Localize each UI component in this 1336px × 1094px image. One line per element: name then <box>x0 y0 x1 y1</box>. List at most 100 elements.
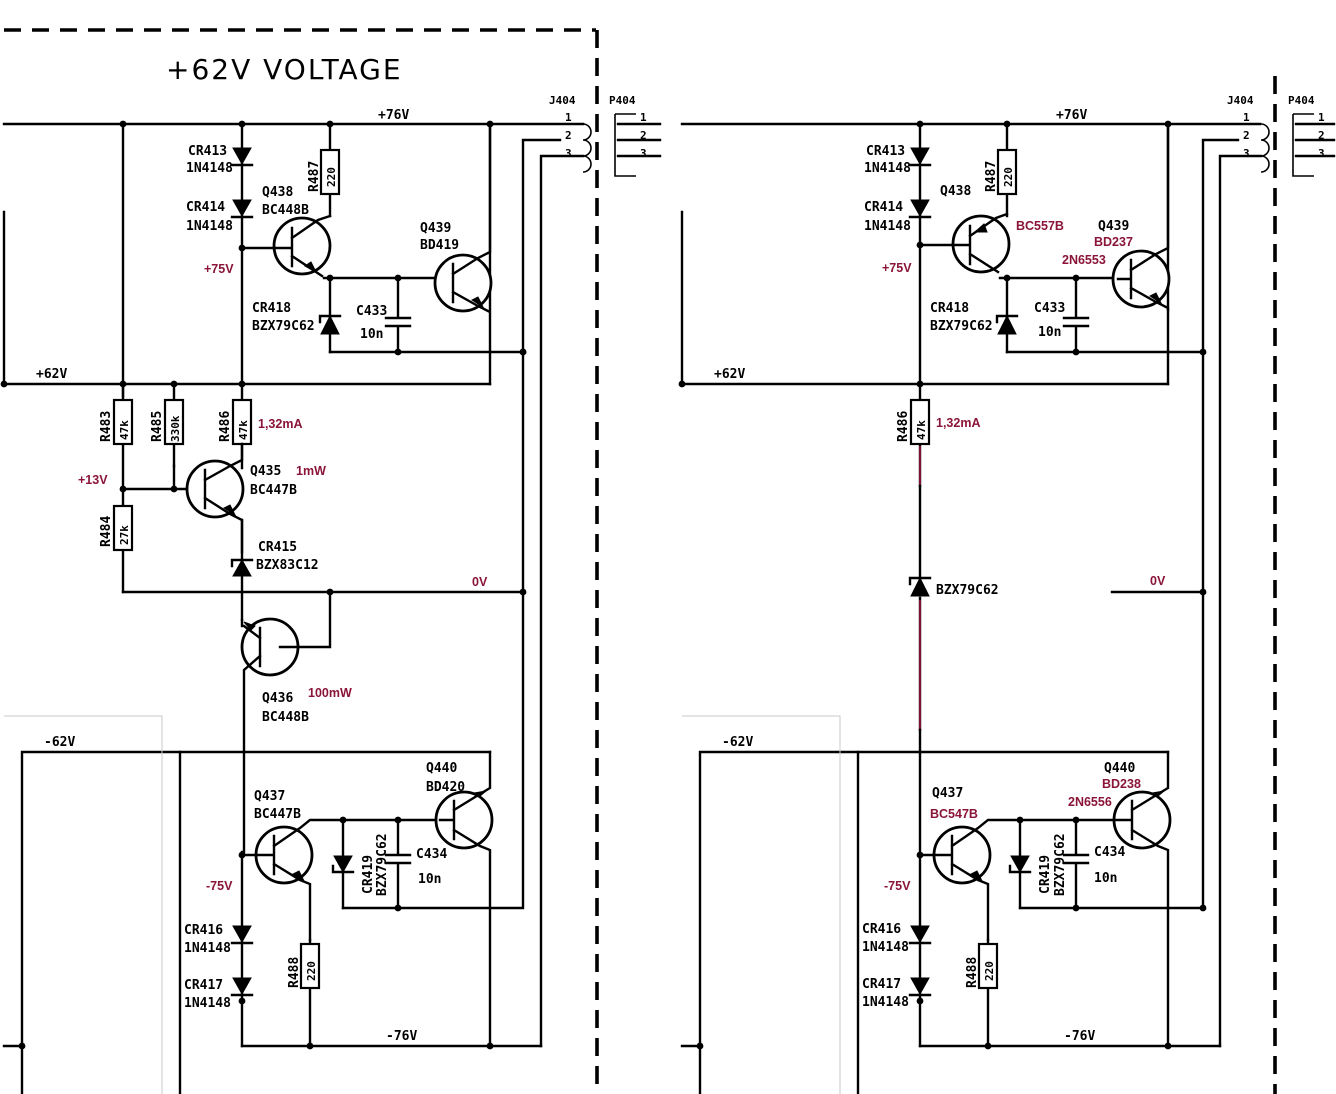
svg-text:2: 2 <box>565 129 572 142</box>
svg-text:330k: 330k <box>169 415 182 442</box>
svg-text:BC447B: BC447B <box>254 807 301 822</box>
svg-text:P404: P404 <box>1288 94 1315 107</box>
svg-text:C433: C433 <box>356 304 387 319</box>
annotation-bc557b: BC557B <box>1016 219 1064 233</box>
svg-text:220: 220 <box>325 167 338 187</box>
svg-text:2: 2 <box>640 129 647 142</box>
right-schematic: +76V J404 P404 1 2 3 1 2 3 CR413 1N4148 … <box>678 76 1336 1094</box>
svg-text:CR416: CR416 <box>184 923 223 938</box>
transistor-q435-symbol <box>185 459 245 519</box>
svg-text:0V: 0V <box>1150 574 1166 588</box>
svg-text:27k: 27k <box>118 525 131 545</box>
svg-text:1,32mA: 1,32mA <box>936 416 980 430</box>
svg-text:10n: 10n <box>360 327 383 342</box>
svg-text:1: 1 <box>640 111 647 124</box>
svg-text:CR415: CR415 <box>258 540 297 555</box>
svg-text:C434: C434 <box>416 847 447 862</box>
annotation-bc547b: BC547B <box>930 807 978 821</box>
svg-text:BC448B: BC448B <box>262 203 309 218</box>
svg-text:CR416: CR416 <box>862 922 901 937</box>
annotation-m75: -75V <box>206 879 233 893</box>
svg-text:+75V: +75V <box>882 261 912 275</box>
svg-text:3: 3 <box>1318 147 1325 160</box>
svg-text:C434: C434 <box>1094 845 1125 860</box>
diode-cr416-symbol <box>232 925 252 944</box>
svg-text:220: 220 <box>305 961 318 981</box>
connector-p404-label: P404 <box>609 94 636 107</box>
svg-text:1N4148: 1N4148 <box>862 995 909 1010</box>
svg-text:BZX79C62: BZX79C62 <box>1053 833 1068 896</box>
svg-text:2: 2 <box>1318 129 1325 142</box>
connector-j404 <box>582 123 592 173</box>
svg-text:+76V: +76V <box>1056 108 1087 123</box>
svg-text:10n: 10n <box>1094 871 1117 886</box>
diode-cr414-symbol <box>232 199 252 218</box>
svg-text:R485: R485 <box>150 411 165 442</box>
diode-cr417-symbol <box>232 977 252 996</box>
rail-label-zero: 0V <box>472 575 488 589</box>
zener-cr418-symbol <box>320 314 340 335</box>
svg-text:Q438: Q438 <box>940 184 971 199</box>
svg-text:3: 3 <box>1243 147 1250 160</box>
svg-text:J404: J404 <box>1227 94 1254 107</box>
rail-label-p62: +62V <box>36 367 67 382</box>
transistor-q438-symbol <box>272 216 332 276</box>
annotation-p75: +75V <box>204 262 234 276</box>
svg-text:Q440: Q440 <box>426 761 457 776</box>
rail-label-m62: -62V <box>44 735 75 750</box>
svg-text:1N4148: 1N4148 <box>186 161 233 176</box>
svg-text:R486: R486 <box>218 411 233 442</box>
svg-text:Q437: Q437 <box>254 789 285 804</box>
rail-label-m76: -76V <box>386 1029 417 1044</box>
svg-text:47k: 47k <box>118 420 131 440</box>
svg-text:1: 1 <box>565 111 572 124</box>
transistor-q439-symbol <box>433 253 493 313</box>
resistor-r485 <box>163 398 185 446</box>
svg-text:1N4148: 1N4148 <box>862 940 909 955</box>
svg-text:CR413: CR413 <box>866 144 905 159</box>
connector-j404-label: J404 <box>549 94 576 107</box>
svg-text:Q439: Q439 <box>420 221 451 236</box>
rail-label-p76: +76V <box>378 108 409 123</box>
annotation-q435-power: 1mW <box>296 464 326 478</box>
annotation-2n6556: 2N6556 <box>1068 795 1112 809</box>
svg-text:1N4148: 1N4148 <box>864 219 911 234</box>
svg-text:-76V: -76V <box>1064 1029 1095 1044</box>
resistor-r483 <box>112 398 134 446</box>
svg-text:BZX79C62: BZX79C62 <box>375 833 390 896</box>
zener-cr415-symbol <box>232 558 252 577</box>
svg-text:CR417: CR417 <box>862 977 901 992</box>
svg-text:-62V: -62V <box>722 735 753 750</box>
svg-text:10n: 10n <box>418 872 441 887</box>
svg-text:R488: R488 <box>287 957 302 988</box>
svg-text:CR414: CR414 <box>186 200 225 215</box>
svg-text:C433: C433 <box>1034 301 1065 316</box>
resistor-r488 <box>299 942 321 990</box>
svg-text:CR414: CR414 <box>864 200 903 215</box>
svg-text:1N4148: 1N4148 <box>184 941 231 956</box>
svg-text:3: 3 <box>565 147 572 160</box>
svg-text:Q435: Q435 <box>250 464 281 479</box>
svg-text:47k: 47k <box>915 420 928 440</box>
svg-text:1: 1 <box>1318 111 1325 124</box>
svg-text:1N4148: 1N4148 <box>184 996 231 1011</box>
zener-cr419-symbol <box>333 855 353 874</box>
resistor-r487 <box>319 148 341 196</box>
svg-text:CR418: CR418 <box>930 301 969 316</box>
svg-text:R487: R487 <box>984 161 999 192</box>
svg-text:R488: R488 <box>965 957 980 988</box>
svg-text:CR419: CR419 <box>361 855 376 894</box>
svg-text:3: 3 <box>640 147 647 160</box>
svg-text:Q440: Q440 <box>1104 761 1135 776</box>
svg-text:CR419: CR419 <box>1038 855 1053 894</box>
svg-text:BZX83C12: BZX83C12 <box>256 558 319 573</box>
svg-text:220: 220 <box>1002 167 1015 187</box>
svg-text:BC447B: BC447B <box>250 483 297 498</box>
svg-text:1N4148: 1N4148 <box>864 161 911 176</box>
svg-text:+62V: +62V <box>714 367 745 382</box>
svg-text:BZX79C62: BZX79C62 <box>252 319 315 334</box>
annotation-2n6553: 2N6553 <box>1062 253 1106 267</box>
resistor-r488-2 <box>977 942 999 990</box>
svg-text:1: 1 <box>1243 111 1250 124</box>
